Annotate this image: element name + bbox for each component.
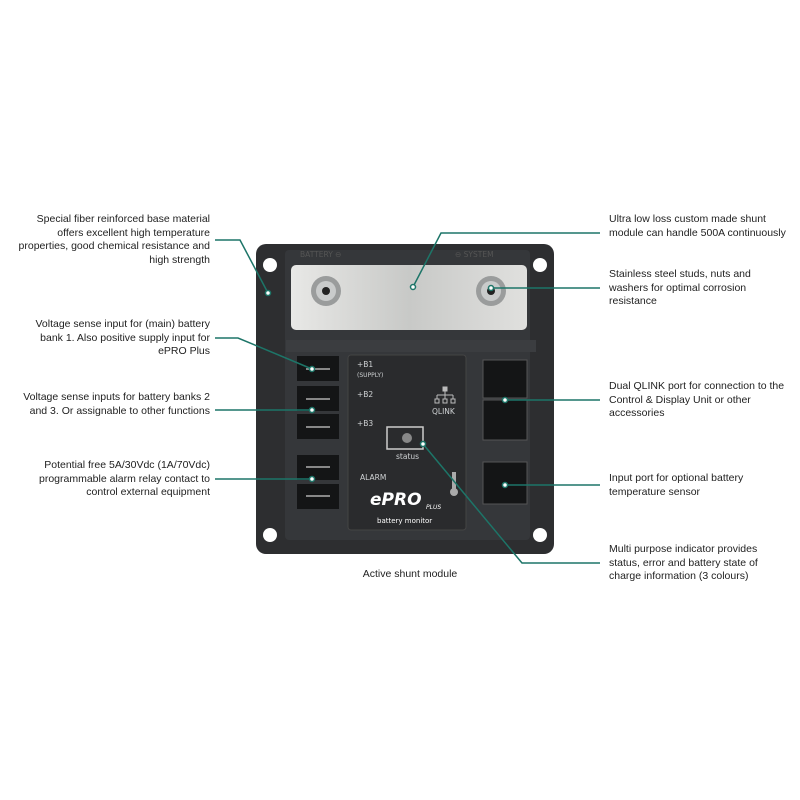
b1-label: +B1 [357,360,374,369]
alarm-label: ALARM [360,473,387,482]
battery-status-icon [386,426,424,450]
qlink-label: QLINK [432,407,455,416]
qlink-network-icon [434,386,456,404]
leader-lines [215,232,600,564]
brand-logo: ePRO [370,490,422,510]
annotation-shunt: Ultra low loss custom made shunt module … [609,213,786,239]
shunt-bar [291,265,527,330]
system-label: ⊖ SYSTEM [455,250,494,259]
b2-label: +B2 [357,390,374,399]
annotation-b2-b3-inputs: Voltage sense inputs for battery banks 2… [23,391,210,417]
status-led [402,433,412,443]
annotation-alarm-relay: Potential free 5A/30Vdc (1A/70Vdc) progr… [39,459,210,498]
status-label: status [396,452,420,461]
leader-dots [264,283,509,489]
terminal-blocks [297,356,339,509]
annotation-temp-port: Input port for optional battery temperat… [609,472,744,498]
annotation-b1-input: Voltage sense input for (main) battery b… [35,318,210,357]
brand-sub: PLUS [426,504,442,511]
stud-left [311,276,341,306]
annotation-status-indicator: Multi purpose indicator provides status,… [609,543,758,582]
supply-label: (SUPPLY) [357,372,384,379]
mount-holes [263,258,547,542]
annotation-studs: Stainless steel studs, nuts and washers … [609,268,751,307]
battery-label: BATTERY ⊖ [300,250,342,259]
caption: Active shunt module [362,568,458,580]
brand-desc: battery monitor [377,517,433,525]
annotation-qlink: Dual QLINK port for connection to the Co… [609,380,785,419]
rj-ports [482,359,528,505]
annotation-base-material: Special fiber reinforced base material o… [18,213,210,266]
b3-label: +B3 [357,419,374,428]
